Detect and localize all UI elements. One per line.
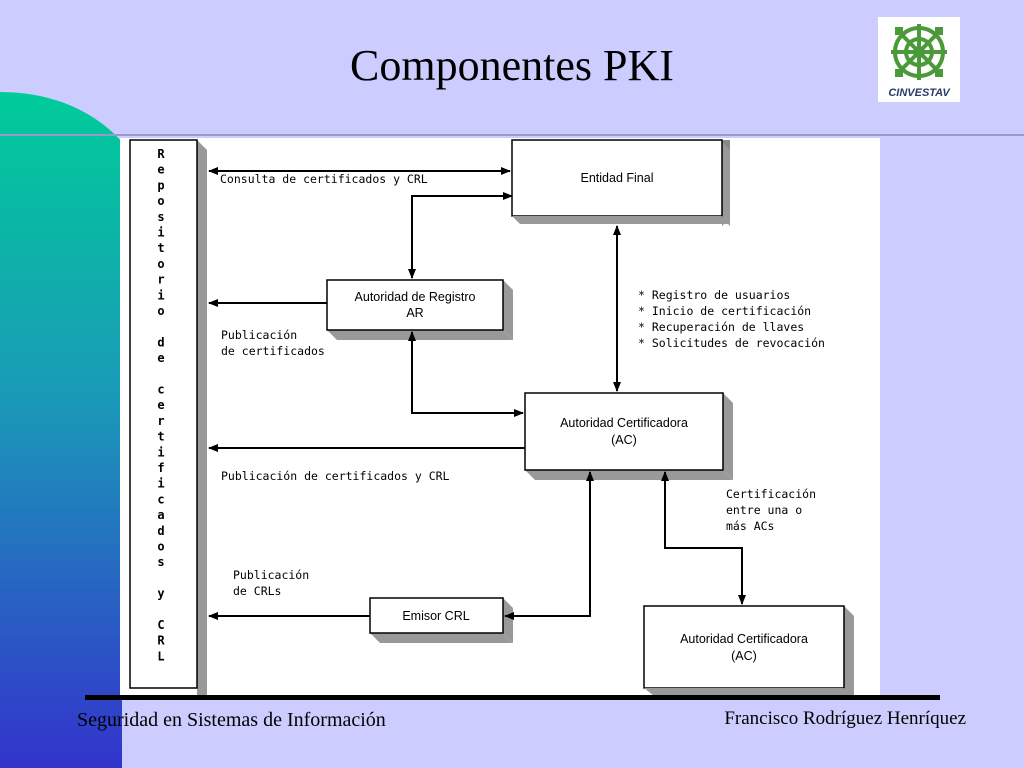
bullet-3: * Recuperación de llaves — [638, 320, 804, 334]
repository-letter: o — [157, 257, 164, 271]
ef-ar-arrow — [408, 192, 513, 279]
ac-ac2-arrow — [661, 471, 746, 605]
ac-emisor-arrow — [504, 471, 594, 620]
logo-emblem-icon — [891, 24, 947, 80]
decorative-gradient-bar — [0, 92, 122, 768]
repository-letter: t — [157, 241, 164, 255]
logo-label: CINVESTAV — [888, 87, 950, 99]
repository-letter: R — [157, 634, 165, 648]
pub-crl-label-1: Publicación — [233, 568, 309, 582]
repository-letter: L — [157, 649, 164, 663]
repository-letter: r — [157, 273, 164, 287]
footer-author: Francisco Rodríguez Henríquez — [724, 708, 966, 729]
repository-letter: s — [157, 555, 164, 569]
repository-letter: e — [157, 351, 164, 365]
bullet-4: * Solicitudes de revocación — [638, 336, 825, 350]
repository-letter: i — [157, 226, 164, 240]
pub-cert-label-2: de certificados — [221, 344, 325, 358]
repository-letter: y — [157, 587, 164, 601]
repository-letter: e — [157, 163, 164, 177]
bullet-1: * Registro de usuarios — [638, 288, 790, 302]
autoridad-registro-box: Autoridad de Registro AR — [326, 279, 513, 340]
cross-cert-label-2: entre una o — [726, 503, 802, 517]
ac-label-line1: Autoridad Certificadora — [560, 416, 688, 430]
repository-letter: c — [157, 492, 164, 506]
ac-label-line2: (AC) — [611, 433, 637, 447]
entidad-final-label: Entidad Final — [581, 171, 654, 185]
repository-letter: i — [157, 477, 164, 491]
ar-label-line1: Autoridad de Registro — [355, 290, 476, 304]
cross-cert-label-1: Certificación — [726, 487, 816, 501]
footer-rule — [85, 695, 940, 700]
cinvestav-logo: CINVESTAV — [878, 17, 960, 102]
consulta-label: Consulta de certificados y CRL — [220, 172, 428, 186]
footer-course-title: Seguridad en Sistemas de Información — [77, 709, 386, 731]
repository-letter: r — [157, 414, 164, 428]
cross-cert-label-3: más ACs — [726, 519, 774, 533]
repository-letter: o — [157, 194, 164, 208]
ar-label-line2: AR — [406, 306, 423, 320]
ac2-label-line2: (AC) — [731, 649, 757, 663]
pub-cert-crl-label: Publicación de certificados y CRL — [221, 469, 450, 483]
autoridad-certificadora-2-box: Autoridad Certificadora (AC) — [643, 605, 854, 696]
entidad-final-box: Entidad Final — [511, 139, 730, 226]
slide-title: Componentes PKI — [350, 41, 674, 90]
autoridad-certificadora-box: Autoridad Certificadora (AC) — [524, 392, 733, 480]
ac2-label-line1: Autoridad Certificadora — [680, 632, 808, 646]
repository-box — [129, 139, 198, 689]
bullet-2: * Inicio de certificación — [638, 304, 811, 318]
repository-letter: e — [157, 398, 164, 412]
repository-letter: s — [157, 210, 164, 224]
repository-letter: d — [157, 524, 164, 538]
ar-ac-arrow — [408, 331, 524, 417]
repository-letter: a — [157, 508, 164, 522]
repository-letter: i — [157, 288, 164, 302]
pub-cert-label-1: Publicación — [221, 328, 297, 342]
repository-letter: p — [157, 178, 164, 192]
repository-letter: d — [157, 335, 164, 349]
repository-letter: R — [157, 147, 165, 161]
repository-letter: t — [157, 430, 164, 444]
repository-letter: i — [157, 445, 164, 459]
header-rule — [0, 134, 1024, 136]
pub-crl-label-2: de CRLs — [233, 584, 281, 598]
repository-letter: o — [157, 540, 164, 554]
repository-letter: c — [157, 383, 164, 397]
repository-letter: C — [157, 618, 164, 632]
emisor-crl-label: Emisor CRL — [402, 609, 469, 623]
repository-letter: o — [157, 304, 164, 318]
repository-letter: f — [157, 461, 164, 475]
emisor-crl-box: Emisor CRL — [369, 597, 513, 643]
